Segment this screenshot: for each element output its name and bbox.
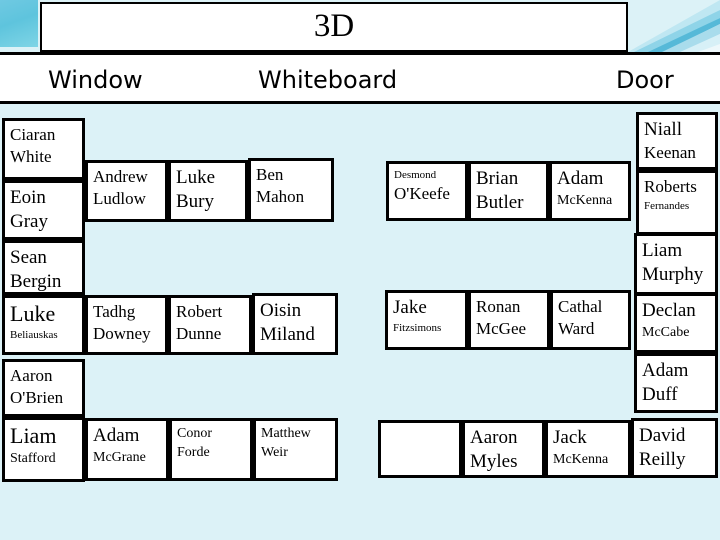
seat-first-name: Declan <box>642 300 696 321</box>
seat-first-name: Cathal <box>558 297 603 316</box>
page-title: 3D <box>313 8 355 44</box>
seat-first-name: Robert <box>176 302 223 321</box>
seat-first-name: Jake <box>393 297 427 318</box>
seat-last-name: Bergin <box>10 271 62 292</box>
seat-first-name: Ronan <box>476 297 521 316</box>
seat-last-name: Dunne <box>176 324 222 343</box>
title-box: 3D <box>40 2 628 52</box>
seat-last-name: McCabe <box>642 325 690 340</box>
seat-last-name: Ward <box>558 319 595 338</box>
seat-last-name: Downey <box>93 324 151 343</box>
seat-last-name: Keenan <box>644 143 696 162</box>
seat-empty[interactable] <box>378 420 462 478</box>
seat-first-name: Aaron <box>10 366 53 385</box>
seat-last-name: McGee <box>476 319 527 338</box>
orientation-header-bar: Window Whiteboard Door <box>0 52 720 104</box>
seat-last-name: Myles <box>470 451 518 472</box>
seat-first-name: Ciaran <box>10 125 56 144</box>
seat-last-name: Ludlow <box>93 189 146 208</box>
seat-first-name: Brian <box>476 168 519 189</box>
seat-first-name: Liam <box>10 423 57 448</box>
seat-first-name: Tadhg <box>93 302 136 321</box>
seat-first-name: Ben <box>256 165 284 184</box>
seat-last-name: McKenna <box>557 193 613 208</box>
seat-first-name: Andrew <box>93 167 148 186</box>
label-door: Door <box>616 66 674 94</box>
seat-last-name: O'Keefe <box>394 184 450 203</box>
seat-first-name: Niall <box>644 119 682 140</box>
seat-last-name: Butler <box>476 192 524 213</box>
seat-first-name: Adam <box>642 360 689 381</box>
seat-first-name: Luke <box>176 167 216 188</box>
seat-first-name: Desmond <box>394 169 437 181</box>
seat-last-name: Fitzsimons <box>393 322 442 334</box>
seat-last-name: Bury <box>176 191 214 212</box>
seat-first-name: Sean <box>10 247 47 268</box>
seat-last-name: Miland <box>260 324 315 345</box>
seat-first-name: Luke <box>10 301 56 326</box>
seat-first-name: David <box>639 425 686 446</box>
seat-last-name: McGrane <box>93 450 146 465</box>
corner-swoosh-decoration <box>628 0 720 52</box>
seat-first-name: Liam <box>642 240 683 261</box>
seat-last-name: Mahon <box>256 187 305 206</box>
seat-last-name: O'Brien <box>10 388 64 407</box>
seat-last-name: McKenna <box>553 452 609 467</box>
seat-first-name: Eoin <box>10 187 46 208</box>
seat-last-name: Weir <box>261 445 288 460</box>
seat-last-name: Beliauskas <box>10 329 58 341</box>
seat-last-name: Duff <box>642 384 678 405</box>
seat-first-name: Adam <box>93 425 140 446</box>
seat-last-name: Murphy <box>642 264 704 285</box>
seat-first-name: Matthew <box>261 426 311 441</box>
corner-accent-square <box>0 0 38 47</box>
seat-last-name: Stafford <box>10 451 56 466</box>
seat-last-name: Gray <box>10 211 48 232</box>
seat-first-name: Oisin <box>260 300 302 321</box>
seat-first-name: Conor <box>177 426 212 441</box>
label-window: Window <box>48 66 143 94</box>
seat-first-name: Jack <box>553 427 587 448</box>
seat-first-name: Roberts <box>644 177 697 196</box>
seat-first-name: Aaron <box>470 427 518 448</box>
seat-last-name: Reilly <box>639 449 686 470</box>
label-whiteboard: Whiteboard <box>258 66 398 94</box>
seat-last-name: Fernandes <box>644 200 690 212</box>
seat-last-name: White <box>10 147 52 166</box>
seat-first-name: Adam <box>557 168 604 189</box>
seat-last-name: Forde <box>177 445 210 460</box>
swoosh-svg <box>628 0 720 52</box>
